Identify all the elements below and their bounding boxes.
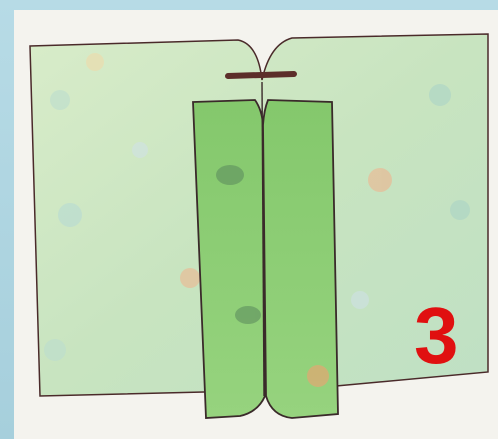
left-fold-panel [193,100,265,418]
step-number: 3 [414,296,459,376]
stitch-line [228,74,294,76]
